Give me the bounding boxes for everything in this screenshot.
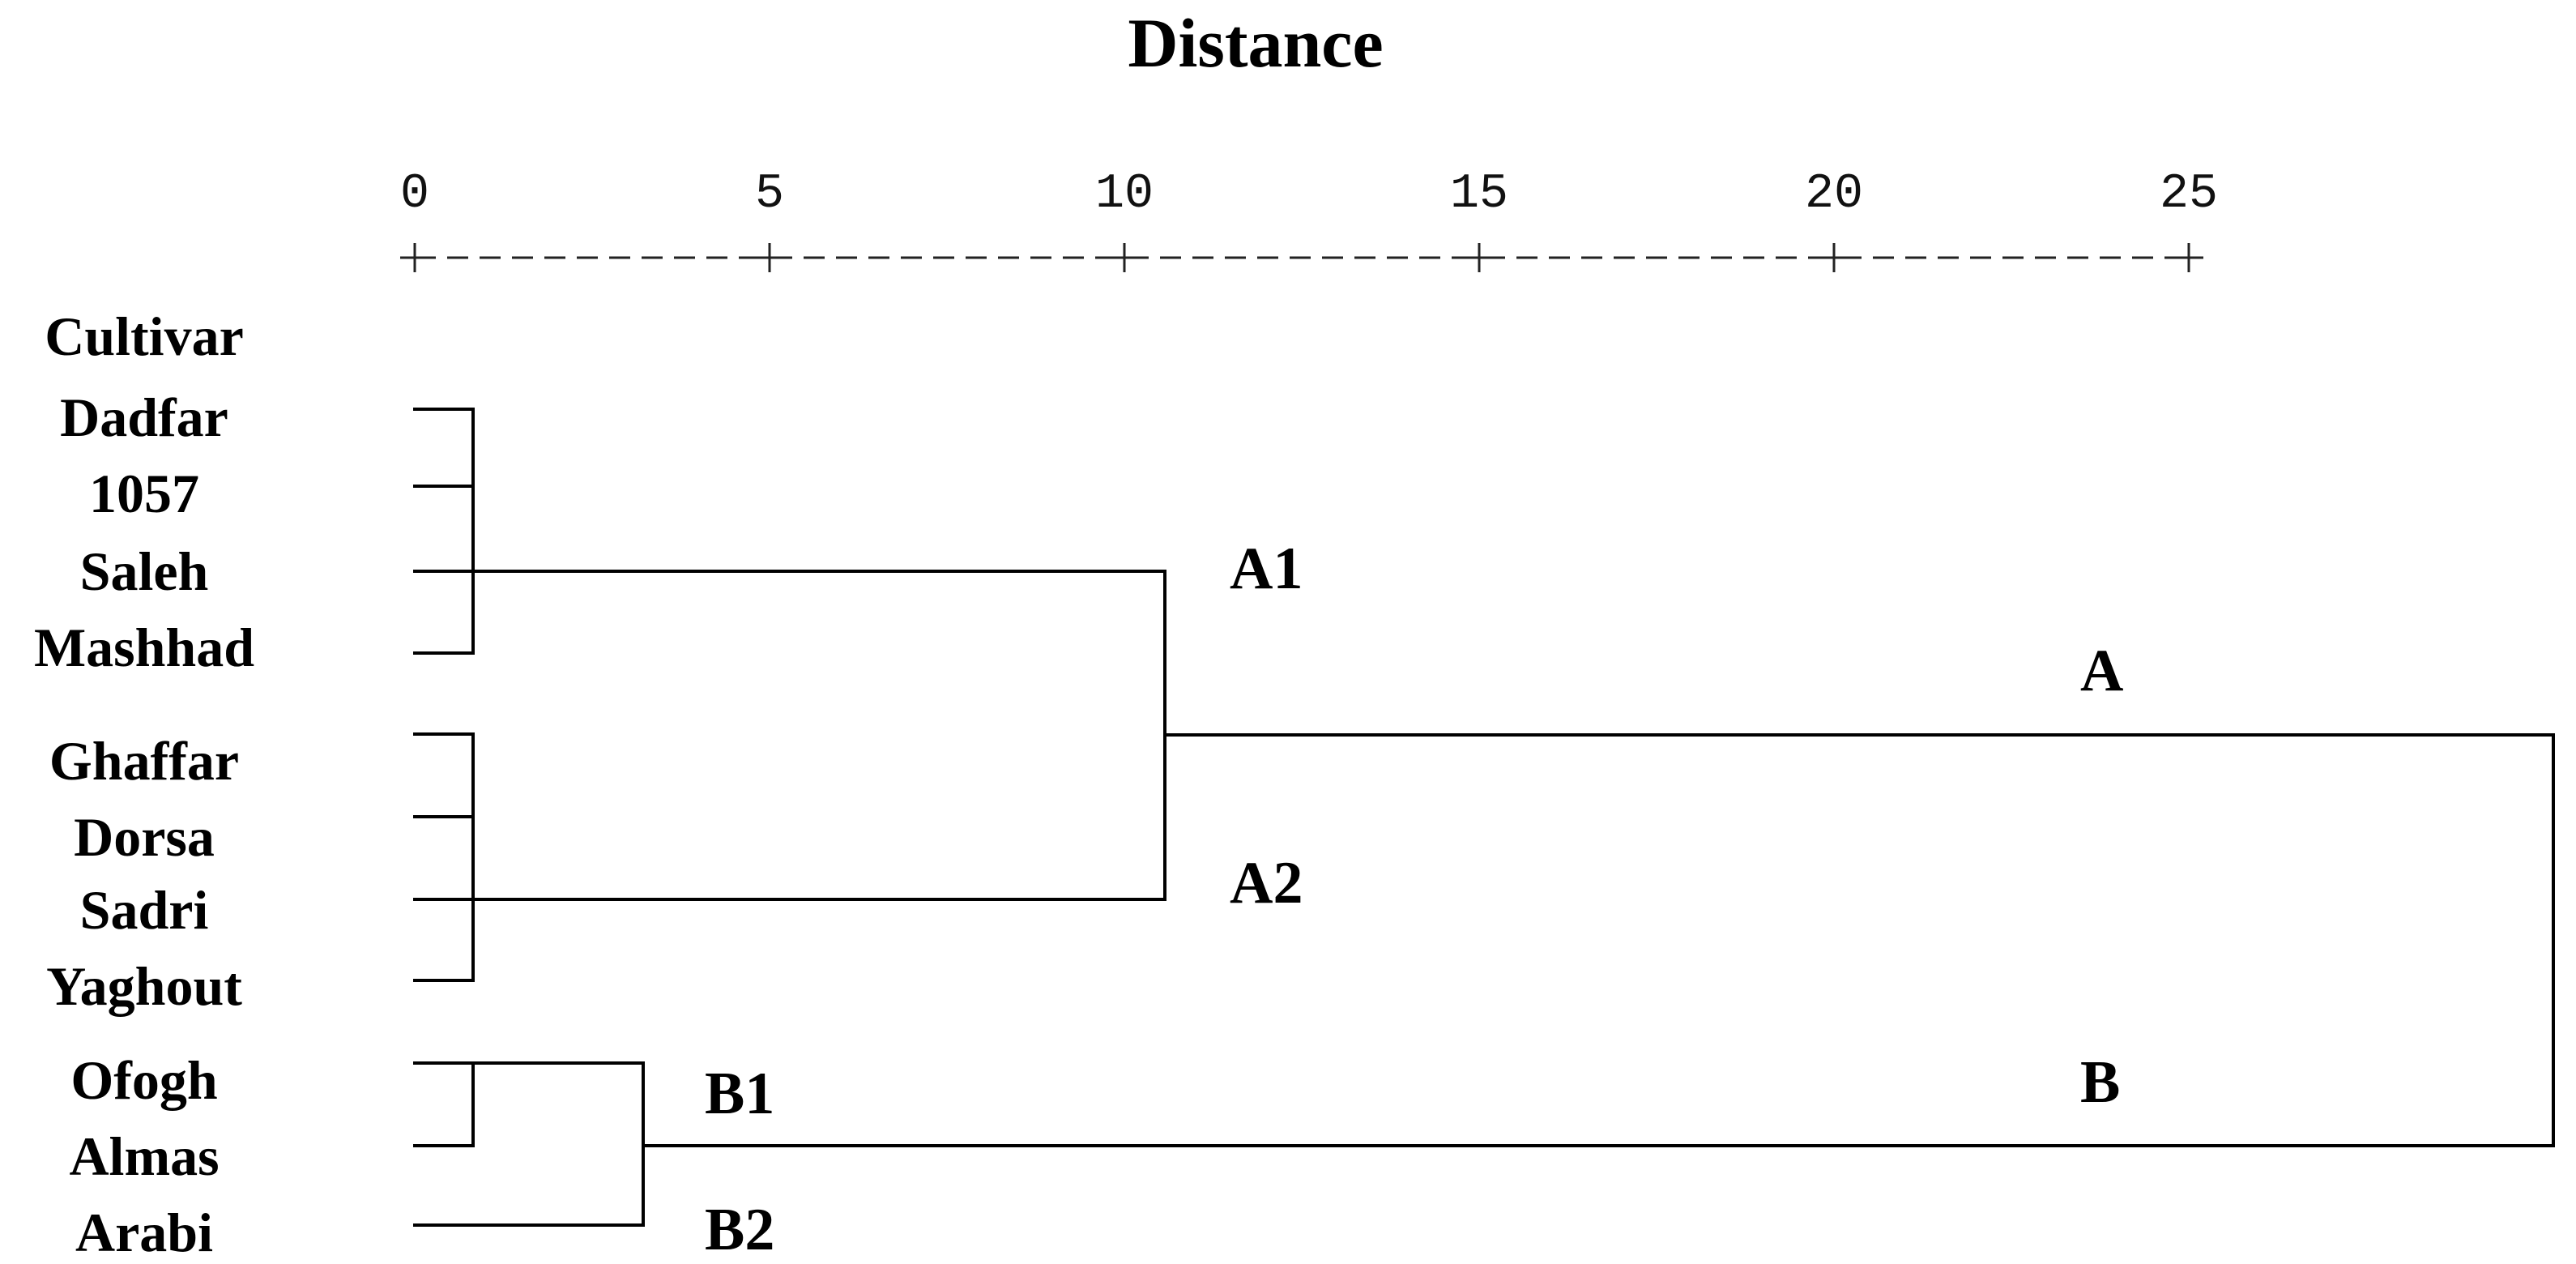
axis-plus-5: [755, 243, 784, 272]
dendrogram-tree: [413, 408, 2555, 1227]
axis-tick-label-10: 10: [1095, 167, 1154, 222]
axis-tick-marks: [400, 243, 2203, 272]
cluster-labels: A1 A2 A B B1 B2: [705, 536, 2123, 1263]
branch-a2-leaves: [413, 732, 475, 982]
cultivar-labels: Dadfar 1057 Saleh Mashhad Ghaffar Dorsa …: [34, 386, 254, 1263]
axis-tick-label-15: 15: [1450, 167, 1508, 222]
leaf-label-ghaffar: Ghaffar: [49, 730, 239, 792]
distance-axis: 0 5 10 15 20 25: [400, 167, 2218, 272]
cluster-label-b2: B2: [705, 1197, 774, 1263]
axis-tick-label-5: 5: [755, 167, 784, 222]
cultivar-header: Cultivar: [45, 305, 244, 367]
leaf-label-mashhad: Mashhad: [34, 617, 254, 678]
axis-tick-label-0: 0: [400, 167, 429, 222]
leaf-label-arabi: Arabi: [75, 1202, 213, 1263]
leaf-label-almas: Almas: [69, 1125, 219, 1187]
leaf-label-1057: 1057: [89, 463, 199, 524]
axis-tick-label-20: 20: [1805, 167, 1863, 222]
axis-plus-15: [1465, 243, 1494, 272]
cluster-label-b: B: [2080, 1049, 2120, 1116]
cluster-label-a1: A1: [1230, 536, 1303, 602]
axis-tick-label-25: 25: [2160, 167, 2218, 222]
leaf-label-yaghout: Yaghout: [46, 955, 242, 1017]
branch-a1-leaves: [413, 408, 475, 655]
cluster-label-a: A: [2080, 638, 2123, 704]
axis-plus-10: [1110, 243, 1139, 272]
cluster-label-a2: A2: [1230, 850, 1303, 916]
chart-title: Distance: [1128, 4, 1383, 82]
leaf-label-saleh: Saleh: [80, 540, 209, 602]
leaf-label-ofogh: Ofogh: [70, 1049, 217, 1111]
branch-b-join: [642, 1061, 2555, 1227]
leaf-label-dadfar: Dadfar: [60, 386, 228, 448]
branch-b1-leaves: [413, 1061, 475, 1147]
leaf-label-dorsa: Dorsa: [74, 806, 215, 868]
axis-plus-25: [2174, 243, 2203, 272]
axis-plus-20: [1819, 243, 1849, 272]
axis-plus-0: [400, 243, 429, 272]
cluster-label-b1: B1: [705, 1061, 774, 1127]
branch-a-join: [1163, 570, 2555, 901]
leaf-label-sadri: Sadri: [80, 879, 209, 941]
